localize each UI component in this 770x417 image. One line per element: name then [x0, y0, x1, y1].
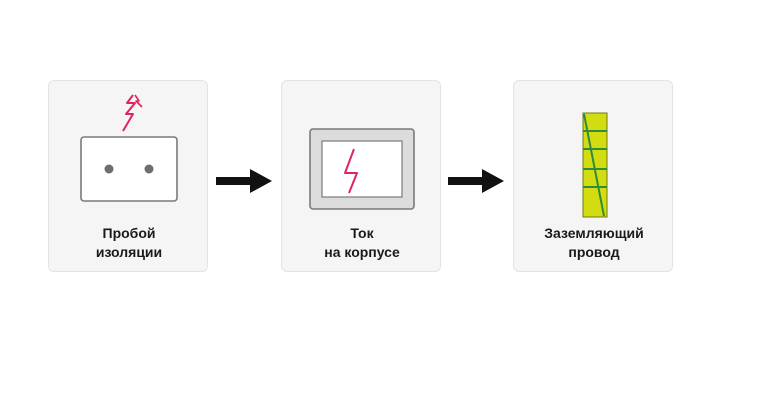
device-screen [321, 140, 403, 198]
outlet-hole-right [144, 164, 154, 174]
step-label: Пробой изоляции [95, 225, 163, 260]
step-label: Ток на корпусе [324, 225, 400, 260]
arrow-right-icon [448, 169, 504, 193]
current-spark-icon [344, 148, 358, 194]
ground-wire-icon [582, 112, 608, 218]
outlet-hole-left [104, 164, 114, 174]
step-label: Заземляющий провод [544, 225, 644, 260]
step-card-ground-wire: Заземляющий провод [513, 80, 673, 272]
outlet-body [80, 136, 178, 202]
step-card-insulation-breakdown: Пробой изоляции [48, 80, 208, 272]
step-card-current-on-housing: Ток на корпусе [281, 80, 441, 272]
arrow-right-icon [216, 169, 272, 193]
outlet-spark-icon [80, 94, 178, 202]
device-current-icon [309, 128, 415, 210]
spark-icon [122, 94, 136, 132]
